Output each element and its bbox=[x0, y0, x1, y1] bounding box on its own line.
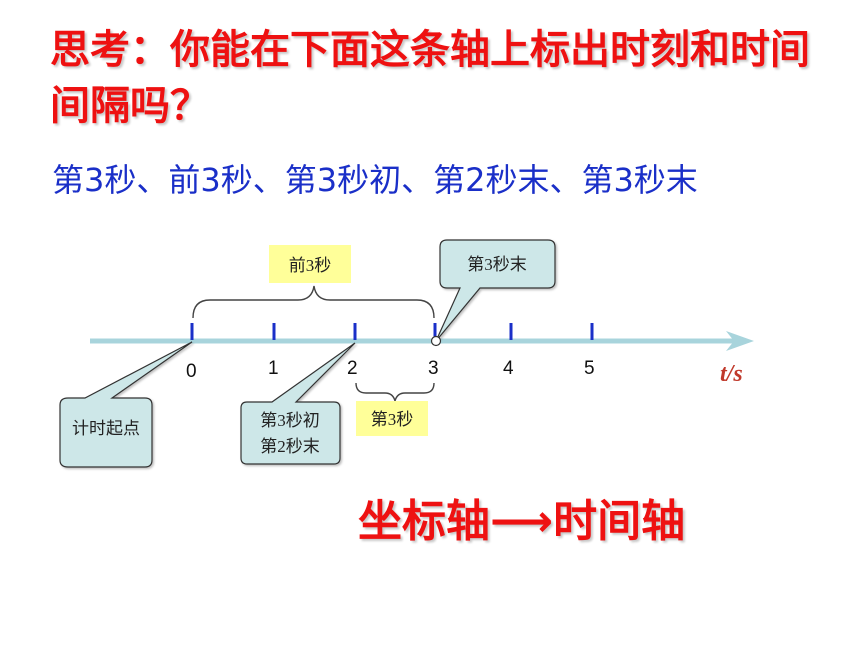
question-list: 第3秒、前3秒、第3秒初、第2秒末、第3秒末 bbox=[52, 161, 698, 199]
third-second-box bbox=[356, 401, 428, 436]
tick-label-5: 5 bbox=[584, 358, 595, 379]
tick-label-3: 3 bbox=[428, 358, 439, 379]
beginning-of-third-second-callout bbox=[240, 342, 356, 465]
beginning-of-third-second-label: 第3秒初 bbox=[260, 411, 320, 430]
first-three-seconds-label: 前3秒 bbox=[289, 256, 332, 275]
end-of-third-second-label: 第3秒末 bbox=[467, 255, 527, 274]
end-of-third-second-point bbox=[430, 335, 442, 347]
first-three-seconds-brace bbox=[192, 285, 435, 319]
third-second-label: 第3秒 bbox=[371, 410, 414, 429]
tick-label-2: 2 bbox=[347, 358, 358, 379]
timing-start-label: 计时起点 bbox=[72, 419, 140, 438]
end-of-third-second-callout bbox=[435, 239, 556, 342]
tick-label-4: 4 bbox=[503, 358, 514, 379]
axis-arrow bbox=[726, 331, 754, 351]
timing-start-callout bbox=[59, 341, 193, 468]
tick-label-0: 0 bbox=[186, 361, 197, 382]
tick-label-1: 1 bbox=[268, 358, 279, 379]
page-title: 思考：你能在下面这条轴上标出时刻和时间间隔吗？ bbox=[50, 27, 810, 129]
end-of-second-second-label: 第2秒末 bbox=[260, 437, 320, 456]
first-three-seconds-box bbox=[269, 245, 351, 283]
conclusion-text: 坐标轴⟶时间轴 bbox=[358, 496, 686, 547]
third-second-brace bbox=[355, 382, 435, 402]
axis-unit-label: t/s bbox=[720, 361, 743, 387]
